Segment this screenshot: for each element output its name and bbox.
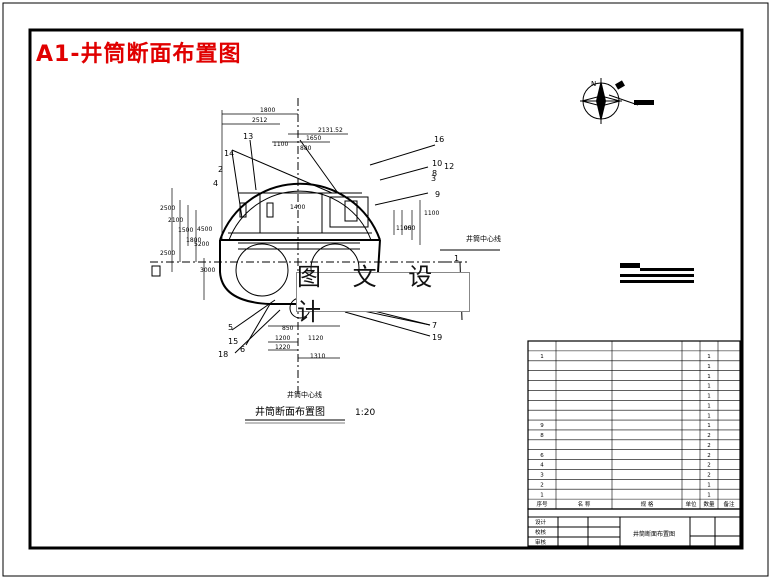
dim-label: 1650 [306,135,321,142]
table-cell: 6 [540,453,544,459]
section-caption: 井筒断面布置图 [255,405,325,418]
part-numbers: 13 14 16 10 12 8 9 2 4 1 5 15 6 18 7 19 … [213,132,459,359]
table-cell: 1 [707,364,711,370]
title-block-drawing-name: 井筒断面布置图 [633,530,675,538]
table-cell: 1 [707,394,711,400]
table-cell: 9 [540,423,544,429]
table-cell: 2 [707,453,711,459]
dim-label: 850 [282,325,294,332]
table-cell: 1 [707,374,711,380]
table-cell: 1 [707,423,711,429]
table-cell: 1 [707,354,711,360]
dim-label: 1500 [178,227,193,234]
table-cell: 2 [540,482,544,488]
compass-north-label: N [591,80,596,88]
dimension-labels: 1800 2512 2131.52 1100 1650 880 1400 110… [160,107,439,360]
part-number: 5 [228,323,233,332]
table-cell: 名 称 [578,500,591,508]
part-number: 12 [444,162,454,171]
part-number: 15 [228,337,238,346]
table-cell: 1 [707,482,711,488]
dim-label: 1100 [424,210,439,217]
table-cell: 1 [707,403,711,409]
dim-label: 5200 [194,241,209,248]
table-cell: 1 [540,492,544,498]
title-block-label: 审核 [535,538,547,546]
dim-label: 2500 [160,205,175,212]
dim-label: 1400 [290,204,305,211]
part-number: 8 [432,169,437,178]
title-block-label: 校核 [535,528,547,536]
title-block-label: 设计 [535,518,547,526]
title-block [527,508,741,547]
table-cell: 1 [707,413,711,419]
compass-rose [580,78,654,124]
dim-label: 2100 [168,217,183,224]
table-cell: 8 [540,433,544,439]
part-number: 1 [454,254,459,263]
dim-label: 1800 [260,107,275,114]
part-number: 10 [432,159,442,168]
drawing-title: A1-井筒断面布置图 [36,42,242,67]
table-cell: 单位 [685,500,697,508]
dim-label: 1100 [396,225,411,232]
dim-label: 4500 [197,226,212,233]
dim-label: 880 [300,145,312,152]
parts-table: 1 1 1 1 1 1 1 1 9 1 8 2 2 6 2 4 2 3 2 2 1 1 1 序号 名 称 规 格 单位数量备注 [527,340,741,510]
table-cell: 3 [540,473,544,479]
table-cell: 数量 [703,500,715,508]
dim-label: 1800 [186,237,201,244]
part-number: 9 [435,190,440,199]
part-number: 2 [218,165,223,174]
table-cell: 4 [540,463,544,469]
table-cell: 2 [707,443,711,449]
shaft-center-line-label-2: 井筒中心线 [287,390,322,399]
table-cell: 1 [707,384,711,390]
inner-frame [28,28,744,550]
dim-label: 2131.52 [318,127,343,134]
part-number: 14 [224,149,234,158]
part-number: 16 [434,135,444,144]
part-number: 6 [240,345,245,354]
dimension-lines [171,110,421,359]
dim-label: 1120 [308,335,323,342]
part-number: 7 [432,321,437,330]
dim-label: 1310 [310,353,325,360]
part-number: 13 [243,132,253,141]
table-cell: 1 [707,492,711,498]
part-number: 4 [213,179,218,188]
watermark-label: 图 文 设 计 [296,263,470,326]
dim-label: 2500 [160,250,175,257]
part-number: 3 [431,174,436,183]
section-scale: 1:20 [355,408,375,418]
part-number: 19 [432,333,442,342]
table-cell: 2 [707,473,711,479]
table-cell: 2 [707,433,711,439]
dim-label: 950 [404,225,416,232]
table-cell: 备注 [723,500,735,508]
dim-label: 2512 [252,117,267,124]
dim-label: 1100 [273,141,288,148]
dim-label: 1200 [275,335,290,342]
table-cell: 规 格 [641,500,654,508]
dim-label: 1220 [275,344,290,351]
table-cell: 序号 [536,500,548,508]
legend-bars [620,263,694,283]
table-cell: 1 [540,354,544,360]
part-number: 18 [218,350,228,359]
shaft-center-line-label: 井筒中心线 [466,234,501,243]
dim-label: 3000 [200,267,215,274]
table-cell: 2 [707,463,711,469]
